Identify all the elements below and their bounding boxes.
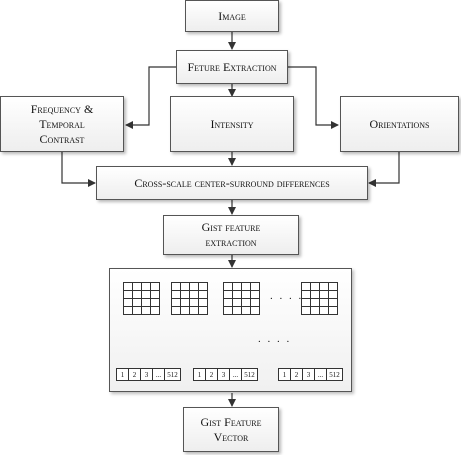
gist-extraction-label: Gist feature extraction (201, 220, 261, 249)
arrow-feature-extraction-to-orientations (288, 66, 339, 129)
image-node: Image (185, 0, 279, 32)
orientations-label: Orientations (369, 116, 430, 131)
cross-scale-label: Cross-scale center-surround differences (134, 175, 330, 190)
vector-cell: 2 (291, 369, 303, 380)
arrow-feature-extraction-to-frequency (125, 66, 176, 129)
vector-cell: 512 (244, 370, 255, 379)
arrow-orientations-to-cross-scale (368, 152, 400, 187)
vector-cell: 512 (329, 370, 340, 379)
vector-cell: 3 (218, 369, 230, 380)
feature-grid-4 (301, 282, 338, 315)
frequency-temporal-contrast-node: Frequency & Temporal Contrast (0, 96, 124, 152)
cross-scale-node: Cross-scale center-surround differences (96, 166, 368, 200)
vector-cell: 2 (129, 369, 141, 380)
feature-extraction-node: Feture Extraction (176, 50, 288, 84)
vector-cell: ... (153, 369, 165, 380)
vector-cell: 1 (117, 369, 129, 380)
gist-vector-3: 1 2 3 ... 512 (278, 368, 343, 381)
vector-cell: 512 (167, 370, 178, 379)
middle-ellipsis: . . . . (258, 333, 292, 345)
vector-cell: 2 (206, 369, 218, 380)
image-node-label: Image (218, 8, 246, 23)
grid-ellipsis: . . . . (270, 290, 304, 302)
intensity-node: Intensity (170, 96, 294, 152)
intensity-label: Intensity (210, 116, 254, 131)
frequency-temporal-contrast-label: Frequency & Temporal Contrast (30, 101, 94, 146)
gist-extraction-node: Gist feature extraction (163, 215, 299, 255)
arrow-frequency-to-cross-scale (61, 152, 96, 187)
gist-vector-2: 1 2 3 ... 512 (193, 368, 258, 381)
vector-cell: 1 (279, 369, 291, 380)
vector-cell: 1 (194, 369, 206, 380)
feature-grid-3 (223, 282, 260, 315)
vector-cell: ... (315, 369, 327, 380)
feature-extraction-label: Feture Extraction (187, 59, 277, 74)
vector-cell: ... (230, 369, 242, 380)
feature-grid-1 (123, 282, 160, 315)
gist-feature-vector-label: Gist Feature Vector (200, 414, 262, 444)
gist-feature-vector-node: Gist Feature Vector (183, 407, 279, 452)
gist-feature-panel: . . . . . . . . 1 2 3 ... 512 1 2 3 ... … (109, 268, 352, 392)
vector-cell: 3 (303, 369, 315, 380)
orientations-node: Orientations (340, 96, 459, 152)
feature-grid-2 (171, 282, 208, 315)
gist-vector-1: 1 2 3 ... 512 (116, 368, 181, 381)
vector-cell: 3 (141, 369, 153, 380)
